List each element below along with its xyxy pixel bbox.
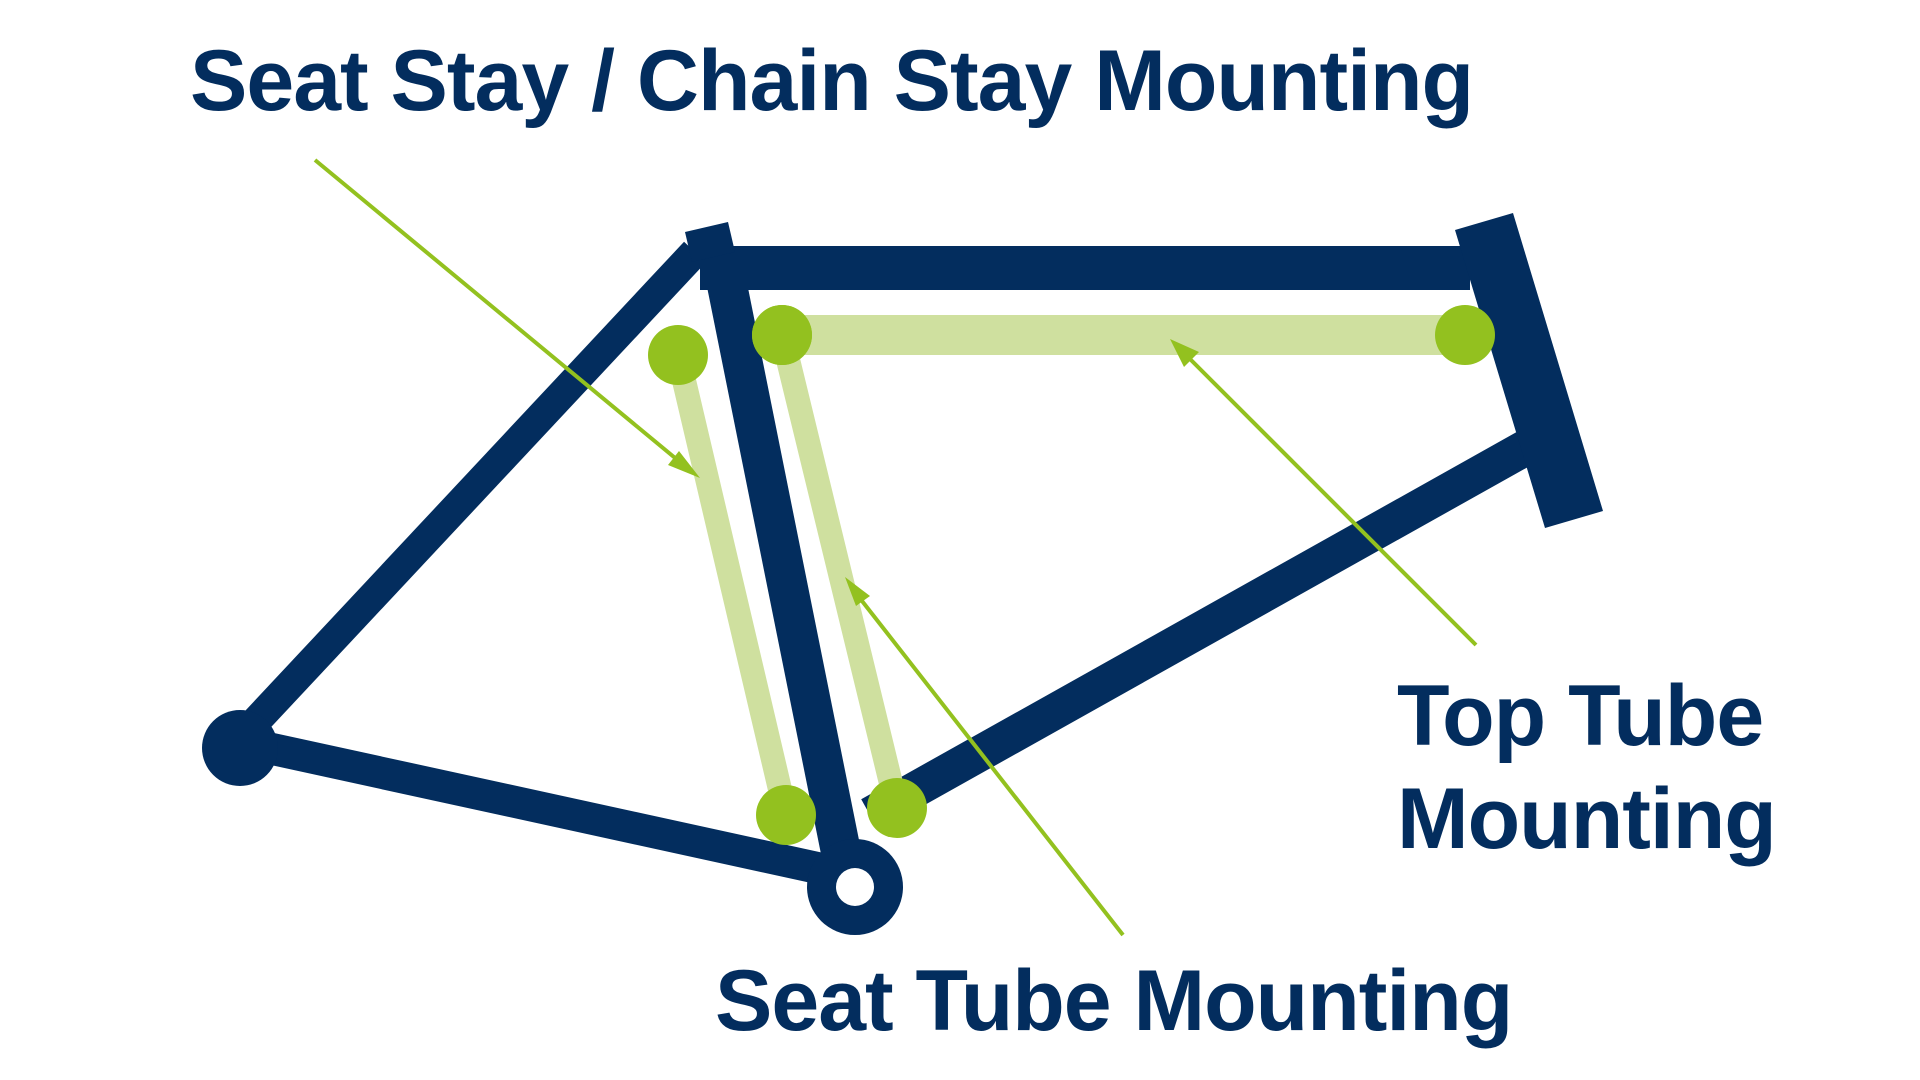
bike-frame xyxy=(202,213,1603,890)
top-tube-mounting-label-line2: Mounting xyxy=(1397,771,1776,867)
seat-stay-lower-mount-dot xyxy=(756,785,816,845)
seat-stay-mount-bar xyxy=(666,343,798,827)
top-tube-front-mount-dot xyxy=(1435,305,1495,365)
bottom-bracket xyxy=(807,839,903,935)
seat-tube-lower-mount-dot xyxy=(867,778,927,838)
seat-tube-callout-arrow-line xyxy=(853,590,1125,937)
seat-tube-callout-arrowhead xyxy=(845,577,870,606)
seat-stay xyxy=(234,241,706,744)
callout-arrows xyxy=(313,158,1478,937)
bottom-bracket-hole xyxy=(836,868,874,906)
seat-tube-top-cap xyxy=(685,222,735,262)
top-tube-callout-arrowhead xyxy=(1170,339,1199,367)
seat-tube-mounting-label: Seat Tube Mounting xyxy=(715,953,1512,1049)
top-tube-mounting-label-line1: Top Tube xyxy=(1397,668,1763,764)
seat-stay-callout-arrowhead xyxy=(668,451,700,478)
rear-dropout xyxy=(202,710,278,786)
labels: Seat Stay / Chain Stay Mounting Top Tube… xyxy=(190,33,1777,1049)
top-tube-rear-mount-dot xyxy=(752,305,812,365)
head-tube xyxy=(1455,213,1603,528)
seat-stay-callout-arrow-line xyxy=(313,158,688,469)
seat-stay-upper-mount-dot xyxy=(648,325,708,385)
seat-stay-chain-stay-mounting-label: Seat Stay / Chain Stay Mounting xyxy=(190,33,1473,129)
seat-tube xyxy=(700,246,861,856)
chain-stay xyxy=(241,727,849,890)
mounting-points xyxy=(648,305,1495,845)
top-tube-callout-arrow-line xyxy=(1181,350,1478,647)
seat-tube-mount-bar xyxy=(770,323,909,820)
